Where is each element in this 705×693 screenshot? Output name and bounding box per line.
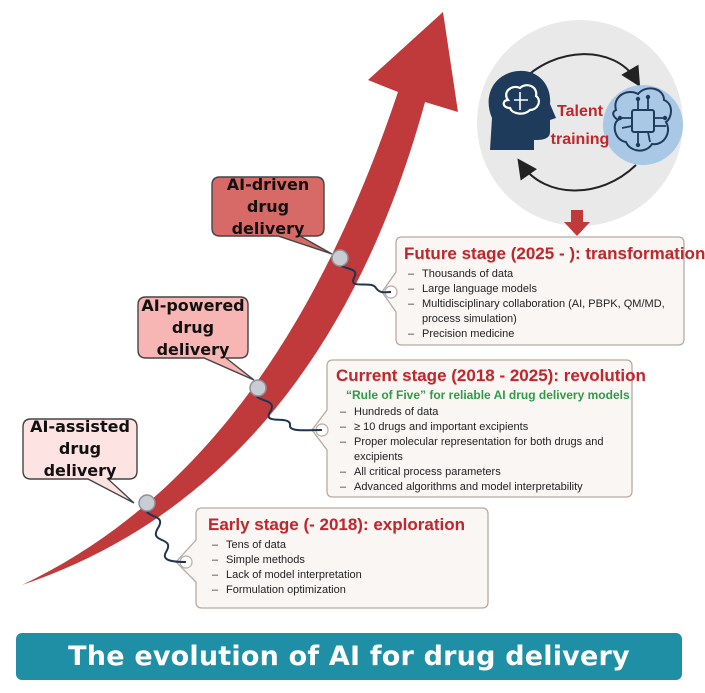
banner-title: The evolution of AI for drug delivery — [68, 641, 630, 672]
ai-driven-callout: AI-driven drug delivery — [212, 174, 324, 238]
ai-driven-callout-shape — [211, 176, 333, 255]
current-stage-card: Current stage (2018 - 2025): revolution … — [336, 366, 646, 495]
list-item: Large language models — [404, 282, 680, 297]
ai-assisted-callout-shape — [22, 418, 138, 504]
talent-line: Talent — [557, 103, 603, 120]
title-banner: The evolution of AI for drug delivery — [16, 633, 682, 680]
list-item: Hundreds of data — [336, 405, 626, 420]
stage-title: Early stage (- 2018): exploration — [208, 515, 465, 534]
list-item: Simple methods — [208, 553, 480, 568]
callout-line: AI-assisted — [30, 417, 130, 436]
down-arrow-icon — [564, 210, 590, 236]
stage-items: Hundreds of data ≥ 10 drugs and importan… — [336, 405, 626, 495]
stage-title: Current stage (2018 - 2025): revolution — [336, 366, 646, 385]
future-string — [337, 257, 392, 294]
ai-powered-callout-shape — [137, 296, 255, 381]
list-item: Proper molecular representation for both… — [336, 435, 626, 465]
callout-line: drug delivery — [43, 439, 117, 480]
ai-assisted-callout: AI-assisted drug delivery — [23, 417, 137, 480]
future-stage-card: Future stage (2025 - ): transformation T… — [404, 244, 705, 342]
circuit-brain-icon — [603, 85, 683, 165]
callout-line: AI-powered — [141, 295, 245, 315]
callout-line: drug delivery — [231, 196, 305, 238]
brain-head-icon — [488, 70, 556, 150]
rule-of-five-subtitle: “Rule of Five” for reliable AI drug deli… — [346, 388, 630, 402]
cycle-arrows-icon — [519, 53, 641, 87]
stage-title: Future stage (2025 - ): transformation — [404, 244, 705, 263]
pin-icon — [138, 249, 349, 512]
current-string — [255, 388, 323, 432]
stage-items: Thousands of data Large language models … — [404, 267, 680, 342]
list-item: Thousands of data — [404, 267, 680, 282]
list-item: All critical process parameters — [336, 465, 626, 480]
early-stage-card: Early stage (- 2018): exploration Tens o… — [208, 515, 480, 598]
list-item: Precision medicine — [404, 327, 680, 342]
ai-powered-callout: AI-powered drug delivery — [138, 295, 248, 359]
list-item: Multidisciplinary collaboration (AI, PBP… — [404, 297, 680, 327]
list-item: Lack of model interpretation — [208, 568, 480, 583]
list-item: Advanced algorithms and model interpreta… — [336, 480, 626, 495]
list-item: Tens of data — [208, 538, 480, 553]
callout-line: drug delivery — [156, 317, 230, 359]
list-item: Formulation optimization — [208, 583, 480, 598]
stage-items: Tens of data Simple methods Lack of mode… — [208, 538, 480, 598]
talent-line: training — [550, 131, 610, 148]
list-item: ≥ 10 drugs and important excipients — [336, 420, 626, 435]
early-string — [144, 503, 187, 563]
callout-line: AI-driven — [226, 174, 310, 194]
growth-arrow — [22, 12, 458, 585]
talent-training-label: Talent training — [546, 98, 614, 154]
